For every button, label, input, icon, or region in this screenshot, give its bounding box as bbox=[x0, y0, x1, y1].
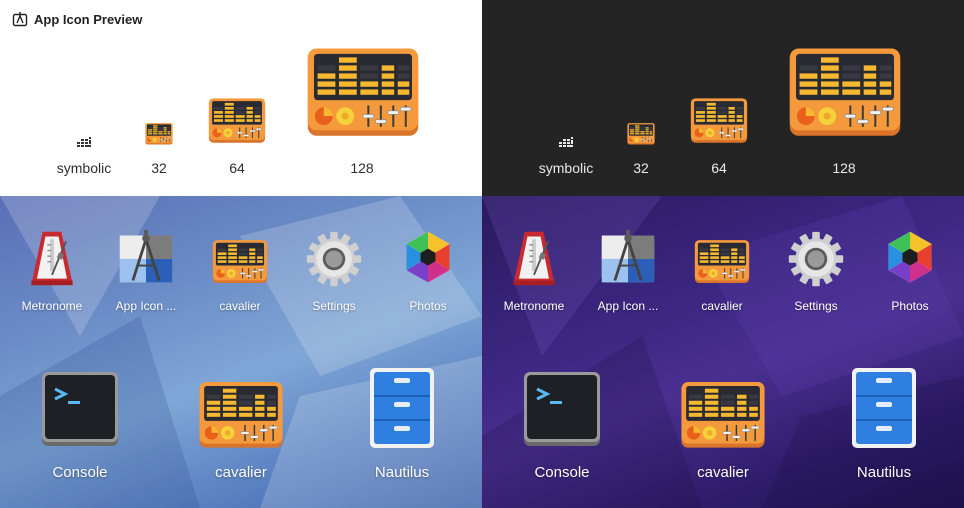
metronome-icon[interactable] bbox=[22, 228, 82, 288]
window-title-text: App Icon Preview bbox=[34, 11, 143, 27]
cavalier-icon[interactable] bbox=[694, 240, 750, 284]
file-cabinet-icon[interactable] bbox=[850, 366, 918, 450]
app-label-cavalier: cavalier bbox=[697, 464, 749, 481]
cavalier-icon bbox=[208, 98, 266, 144]
app-icon-preview-icon[interactable] bbox=[598, 228, 658, 288]
app-label-cavalier: cavalier bbox=[215, 464, 267, 481]
equalizer-symbolic-icon bbox=[558, 134, 574, 150]
size-label-32: 32 bbox=[151, 160, 167, 176]
size-label-symbolic: symbolic bbox=[538, 160, 594, 176]
size-label-128: 128 bbox=[832, 160, 856, 176]
app-label-photos: Photos bbox=[891, 299, 929, 313]
terminal-icon[interactable] bbox=[40, 370, 120, 450]
app-label-cavalier: cavalier bbox=[701, 299, 743, 313]
dark-grid-panel: Metronome App Icon ... cavalier Settings… bbox=[482, 196, 964, 508]
dark-preview-panel: symbolic 32 64 128 bbox=[482, 0, 964, 196]
size-label-64: 64 bbox=[229, 160, 245, 176]
light-grid-panel: Metronome App Icon ... cavalier Settings… bbox=[0, 196, 482, 508]
size-label-64: 64 bbox=[711, 160, 727, 176]
app-label-cavalier: cavalier bbox=[219, 299, 261, 313]
equalizer-symbolic-icon bbox=[76, 134, 92, 150]
size-label-32: 32 bbox=[633, 160, 649, 176]
cavalier-icon bbox=[690, 98, 748, 144]
app-label-console: Console bbox=[52, 464, 108, 481]
app-label-settings: Settings bbox=[312, 299, 356, 313]
app-label-settings: Settings bbox=[794, 299, 838, 313]
photos-icon[interactable] bbox=[398, 228, 458, 288]
gear-icon[interactable] bbox=[304, 229, 364, 289]
metronome-icon[interactable] bbox=[504, 228, 564, 288]
photos-icon[interactable] bbox=[880, 228, 940, 288]
app-label-metronome: Metronome bbox=[21, 299, 83, 313]
size-label-128: 128 bbox=[350, 160, 374, 176]
app-label-photos: Photos bbox=[409, 299, 447, 313]
cavalier-icon bbox=[145, 123, 173, 145]
app-label-app-icon-preview: App Icon ... bbox=[115, 299, 177, 313]
cavalier-icon[interactable] bbox=[198, 382, 284, 449]
terminal-icon[interactable] bbox=[522, 370, 602, 450]
cavalier-icon bbox=[306, 48, 420, 138]
cavalier-icon bbox=[788, 48, 902, 138]
app-icon-preview-icon bbox=[12, 12, 28, 27]
app-label-nautilus: Nautilus bbox=[374, 464, 430, 481]
window-title: App Icon Preview bbox=[12, 11, 142, 27]
app-label-nautilus: Nautilus bbox=[856, 464, 912, 481]
gear-icon[interactable] bbox=[786, 229, 846, 289]
app-label-app-icon-preview: App Icon ... bbox=[597, 299, 659, 313]
cavalier-icon[interactable] bbox=[212, 240, 268, 284]
file-cabinet-icon[interactable] bbox=[368, 366, 436, 450]
app-icon-preview-icon[interactable] bbox=[116, 228, 176, 288]
cavalier-icon[interactable] bbox=[680, 382, 766, 449]
app-label-console: Console bbox=[534, 464, 590, 481]
size-label-symbolic: symbolic bbox=[56, 160, 112, 176]
app-label-metronome: Metronome bbox=[503, 299, 565, 313]
light-preview-panel: App Icon Preview symbolic 32 64 128 bbox=[0, 0, 482, 196]
cavalier-icon bbox=[627, 123, 655, 145]
